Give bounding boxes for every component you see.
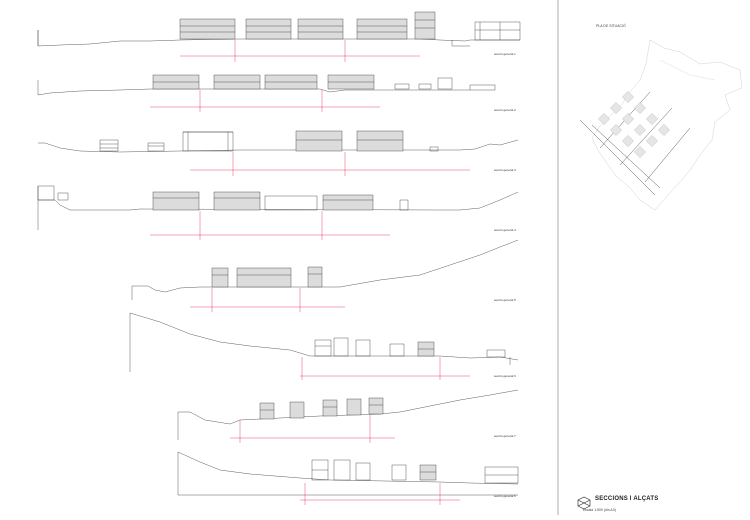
section-4 xyxy=(37,185,519,230)
section-2-dims xyxy=(150,90,380,112)
section-4-dims xyxy=(150,211,390,240)
key-plan xyxy=(579,39,743,211)
logo-mark xyxy=(577,496,591,510)
section-label-2: secció general 2 xyxy=(494,108,516,112)
section-label-3: secció general 3 xyxy=(494,168,516,172)
section-label-8: secció general 8 xyxy=(494,494,516,498)
section-1 xyxy=(37,11,521,47)
section-5-dims xyxy=(190,288,345,312)
section-5 xyxy=(131,239,519,300)
section-8-dims xyxy=(300,483,460,505)
section-6-dims xyxy=(300,357,470,380)
section-label-1: secció general 1 xyxy=(494,52,516,56)
section-7-dims xyxy=(230,415,395,443)
section-3 xyxy=(38,130,519,153)
section-6 xyxy=(129,312,519,372)
section-1-dims xyxy=(180,40,420,62)
section-7 xyxy=(177,389,519,440)
key-plan-title: PLA DE SITUACIÓ xyxy=(596,24,626,28)
section-8 xyxy=(177,451,519,496)
section-label-6: secció general 6 xyxy=(494,374,516,378)
section-2 xyxy=(37,74,496,96)
sheet-title: SECCIONS I ALÇATS xyxy=(595,496,659,502)
section-3-dims xyxy=(190,152,470,176)
section-label-7: secció general 7 xyxy=(494,434,516,438)
sheet-scale: escala 1:500 (din A3) xyxy=(583,508,616,512)
section-label-5: secció general 5 xyxy=(494,298,516,302)
section-label-4: secció general 4 xyxy=(494,228,516,232)
